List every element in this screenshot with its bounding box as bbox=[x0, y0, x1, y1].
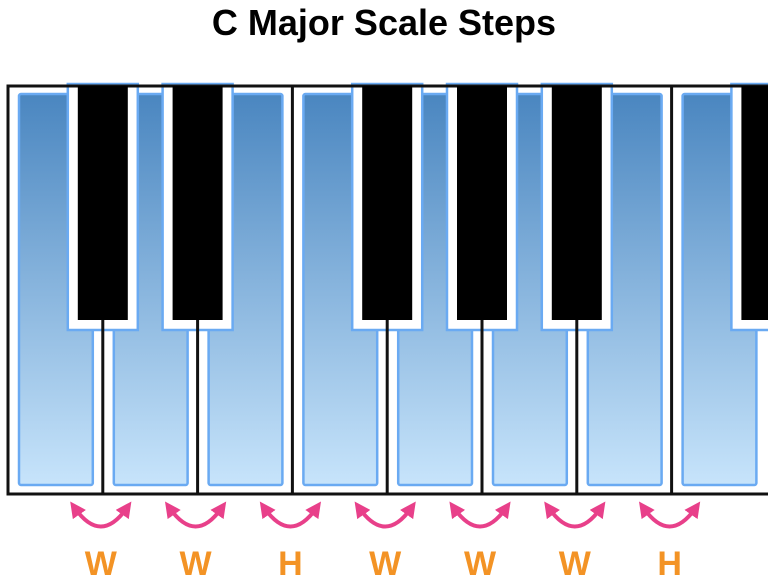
step-arrow-icon bbox=[354, 501, 416, 529]
black-key bbox=[172, 86, 223, 320]
step-label: W bbox=[369, 545, 402, 583]
black-key bbox=[457, 86, 507, 320]
step-arrow-icon bbox=[259, 501, 322, 529]
step-label: W bbox=[180, 545, 213, 583]
step-arrow-icon bbox=[638, 501, 701, 529]
step-label: W bbox=[464, 545, 497, 583]
step-arrow-icon bbox=[70, 501, 132, 529]
step-arrow-icon bbox=[164, 501, 227, 529]
black-key bbox=[551, 86, 602, 320]
step-label: W bbox=[85, 545, 118, 583]
black-key bbox=[77, 86, 128, 320]
black-key bbox=[362, 86, 413, 320]
diagram-title: C Major Scale Steps bbox=[211, 2, 557, 43]
step-label: H bbox=[657, 545, 682, 583]
step-label: W bbox=[559, 545, 592, 583]
step-arrow-icon bbox=[544, 501, 606, 529]
step-arrow-icon bbox=[449, 501, 511, 529]
step-label: H bbox=[278, 545, 303, 583]
black-key bbox=[741, 86, 768, 320]
